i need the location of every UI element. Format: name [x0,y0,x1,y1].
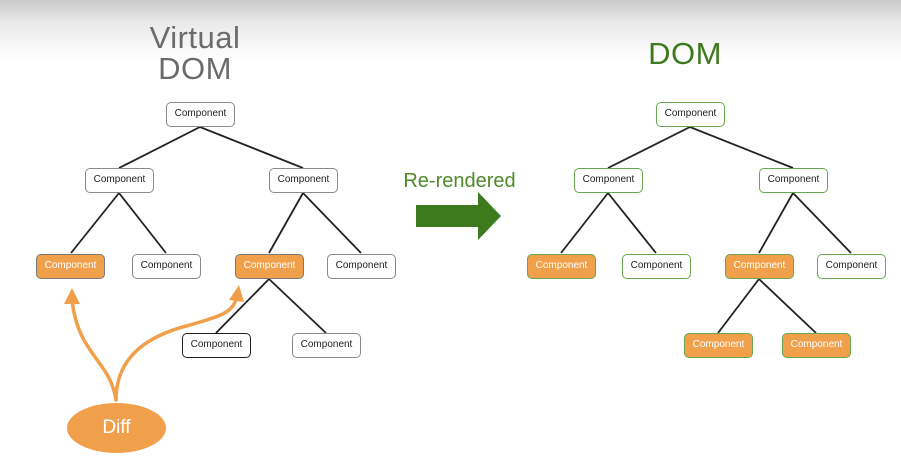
edge-droot-dleft [607,126,691,169]
edge-drl-drlr [758,278,817,334]
diff-arrowhead-left [64,288,80,304]
diff-arrowhead-right [229,285,244,302]
dom-node-root: Component [656,102,725,127]
edge-vrl-vrll [215,278,270,334]
edge-vleft-vlr [118,192,167,254]
vdom-node-left-right: Component [132,254,201,279]
edge-droot-dright [689,126,794,169]
dom-node-right-left-left-changed: Component [684,333,753,358]
dom-node-right: Component [759,168,828,193]
dom-edges [560,126,852,334]
virtual-dom-title-line2: DOM [158,51,232,86]
diff-arrow-right [114,295,239,402]
vdom-node-right-left-right: Component [292,333,361,358]
edge-vright-vrl [268,192,304,254]
dom-node-left: Component [574,168,643,193]
vdom-node-right-right: Component [327,254,396,279]
diff-arrows [70,295,239,402]
vdom-node-right: Component [269,168,338,193]
edge-dright-drl [758,192,794,254]
edge-dright-drr [792,192,852,254]
dom-node-left-left-changed: Component [527,254,596,279]
virtual-dom-title: Virtual DOM [130,22,260,84]
diff-bubble: Diff [67,403,166,453]
edge-vroot-vleft [118,126,201,169]
vdom-node-right-left-left: Component [182,333,251,358]
edge-vright-vrr [302,192,362,254]
dom-node-right-right: Component [817,254,886,279]
vdom-node-right-left-changed: Component [235,254,304,279]
rerender-label: Re-rendered [403,170,516,192]
rerender-arrow [416,192,501,240]
edge-vroot-vright [199,126,304,169]
vdom-node-left: Component [85,168,154,193]
dom-title: DOM [648,36,722,71]
dom-node-left-right: Component [622,254,691,279]
virtual-dom-title-line1: Virtual [149,20,241,55]
edge-dleft-dll [560,192,609,254]
vdom-node-left-left-changed: Component [36,254,105,279]
vdom-node-root: Component [166,102,235,127]
edge-vrl-vrlr [268,278,327,334]
edge-vleft-vll [70,192,120,254]
dom-node-right-left-right-changed: Component [782,333,851,358]
diff-arrow-left [70,298,118,402]
virtual-dom-edges [70,126,362,334]
edge-drl-drll [717,278,760,334]
edge-dleft-dlr [607,192,657,254]
dom-node-right-left-changed: Component [725,254,794,279]
